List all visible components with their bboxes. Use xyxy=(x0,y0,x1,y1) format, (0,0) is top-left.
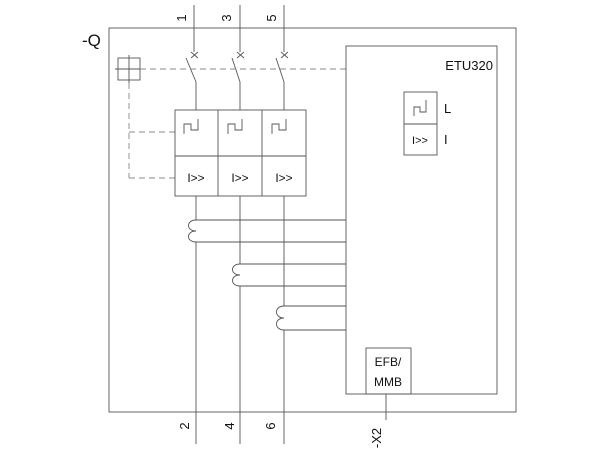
pole-2-conductor xyxy=(231,5,245,444)
breaker-enclosure xyxy=(108,27,517,413)
thermal-release-icon xyxy=(271,119,287,134)
aux-module-box xyxy=(365,347,412,395)
terminal-label-1: 1 xyxy=(174,14,189,21)
terminal-label-5: 5 xyxy=(264,14,279,21)
current-transformer-2 xyxy=(232,263,346,287)
ct-coil-icon xyxy=(188,219,197,243)
pole-1-conductor xyxy=(185,5,199,444)
current-transformer-3 xyxy=(276,305,346,331)
aux-module-line2: MMB xyxy=(374,375,402,389)
terminal-label-3: 3 xyxy=(219,14,234,21)
terminal-label-4: 4 xyxy=(222,422,237,429)
terminal-label-6: 6 xyxy=(263,422,278,429)
thermal-release-icon xyxy=(183,119,199,134)
current-transformer-1 xyxy=(188,219,346,243)
pole-2-release-label: I>> xyxy=(231,171,248,185)
pole-1-release-label: I>> xyxy=(187,171,204,185)
top-terminals: 1 3 5 xyxy=(174,14,279,21)
pole-3-release-label: I>> xyxy=(275,171,292,185)
long-time-delay-icon xyxy=(413,100,427,116)
thermal-release-icon xyxy=(227,119,243,134)
function-label-i: I xyxy=(444,132,448,147)
bottom-terminals: 2 4 6 -X2 xyxy=(177,422,384,448)
terminal-label-2: 2 xyxy=(177,422,192,429)
operating-mechanism-icon xyxy=(115,55,143,83)
function-symbol-i: I>> xyxy=(412,135,428,147)
trip-unit-name: ETU320 xyxy=(445,58,493,73)
device-designation: -Q xyxy=(82,31,101,50)
connector-label: -X2 xyxy=(369,428,384,448)
electronic-trip-unit: ETU320 L I>> I EFB/ MMB xyxy=(345,45,498,420)
protection-function-box xyxy=(403,91,438,156)
pole-3-conductor xyxy=(275,5,289,444)
ct-coil-icon xyxy=(232,263,241,287)
pole-release-block: I>> I>> I>> xyxy=(174,109,307,197)
ct-coil-icon xyxy=(276,305,285,331)
mechanical-linkage xyxy=(128,68,346,179)
aux-module-line1: EFB/ xyxy=(375,355,402,369)
function-label-l: L xyxy=(444,101,451,116)
